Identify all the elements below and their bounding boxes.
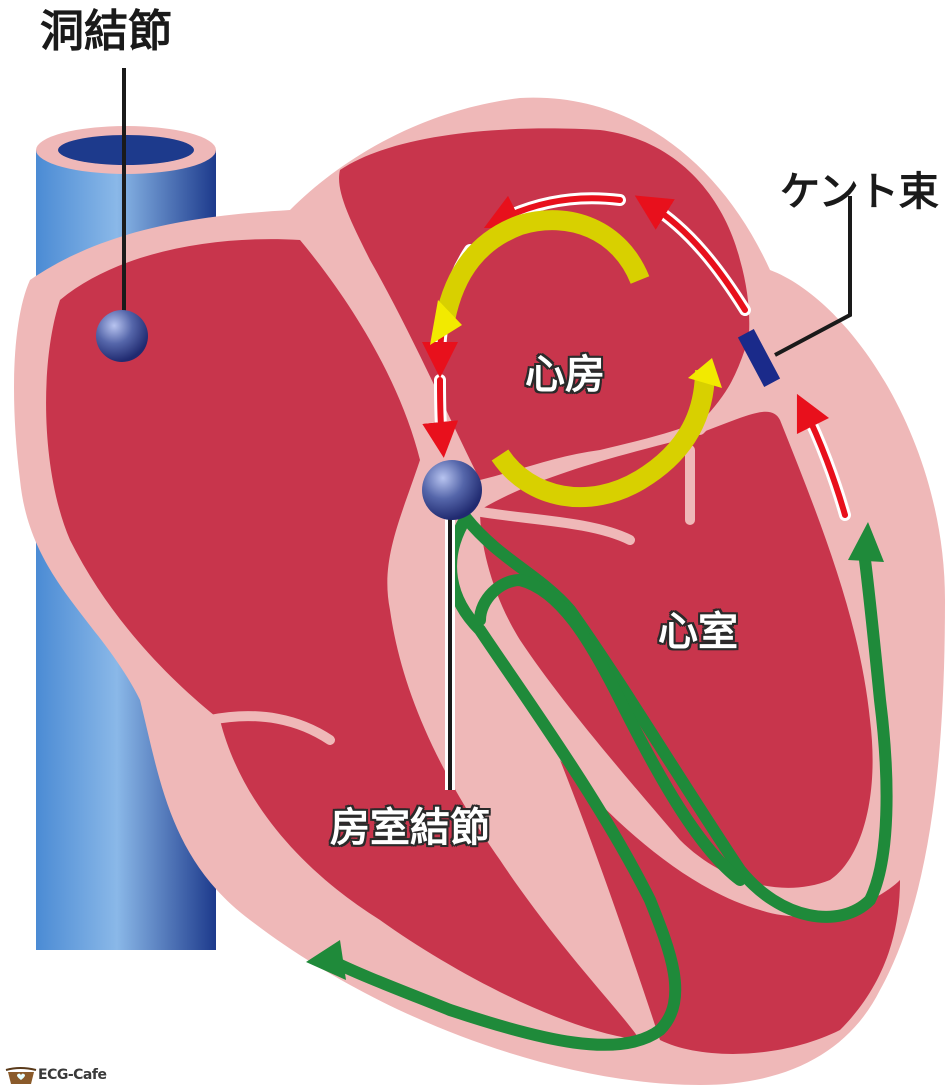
av-node-label: 房室結節 xyxy=(330,808,490,848)
logo-text: ECG-Cafe xyxy=(38,1067,106,1083)
sa-node-label: 洞結節 xyxy=(40,10,172,54)
ventricle-label: 心室 xyxy=(658,612,738,652)
atrium-label: 心房 xyxy=(525,355,605,395)
sa-node xyxy=(96,310,148,362)
av-node xyxy=(422,460,482,520)
kent-bundle-label: ケント束 xyxy=(780,172,939,212)
